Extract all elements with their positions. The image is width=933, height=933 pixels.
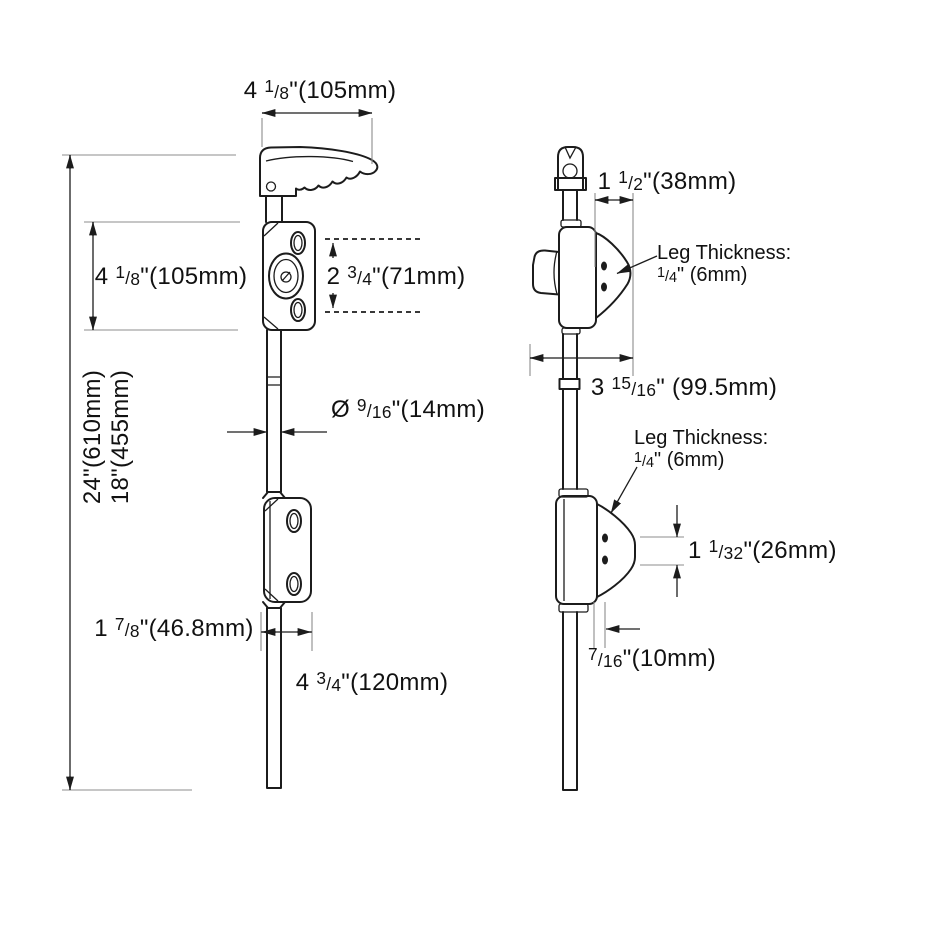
dimension-lines [66, 109, 681, 791]
front-handle [259, 146, 379, 223]
bracket-width-label: 1 7/8"(46.8mm) [94, 614, 254, 642]
side-housing-depth-label: 3 15/16" (99.5mm) [590, 373, 778, 401]
leader-leg-thickness-upper [616, 255, 658, 275]
rod-diameter-label: Ø 9/16"(14mm) [330, 395, 486, 423]
housing-height-label: 4 1/8"(105mm) [94, 262, 248, 290]
leg-thickness-upper-note: Leg Thickness: 1/4" (6mm) [657, 242, 791, 287]
handle-width-label: 4 1/8"(105mm) [243, 76, 397, 104]
side-view [532, 146, 636, 791]
side-handle-width-label: 1 1/2"(38mm) [597, 167, 737, 195]
leg-thickness-upper-title: Leg Thickness: [657, 242, 792, 264]
overall-length-18-label: 18"(455mm) [107, 369, 134, 505]
extension-lines [62, 118, 684, 791]
side-handle-end [554, 146, 587, 191]
side-rod [558, 189, 582, 791]
leg-offset-label: 7/16"(10mm) [587, 644, 717, 672]
side-upper-housing [532, 226, 632, 329]
overall-length-24-label: 24"(610mm) [79, 369, 106, 505]
leader-leg-thickness-lower [610, 466, 638, 514]
side-lower-bracket [555, 488, 636, 613]
dim-screw-spacing [325, 238, 421, 313]
screw-spacing-label: 2 3/4"(71mm) [326, 262, 466, 290]
front-lower-bracket [263, 497, 312, 603]
bracket-face-height-label: 1 1/32"(26mm) [688, 536, 837, 564]
leg-thickness-lower-title: Leg Thickness: [634, 427, 769, 449]
front-rod [262, 329, 286, 789]
leg-thickness-lower-value: 1/4" (6mm) [634, 449, 725, 472]
bolt-throw-label: 4 3/4"(120mm) [295, 668, 449, 696]
front-view [259, 146, 379, 789]
leg-thickness-upper-value: 1/4" (6mm) [657, 264, 748, 287]
front-upper-housing [262, 221, 316, 331]
leg-thickness-lower-note: Leg Thickness: 1/4" (6mm) [634, 427, 768, 472]
